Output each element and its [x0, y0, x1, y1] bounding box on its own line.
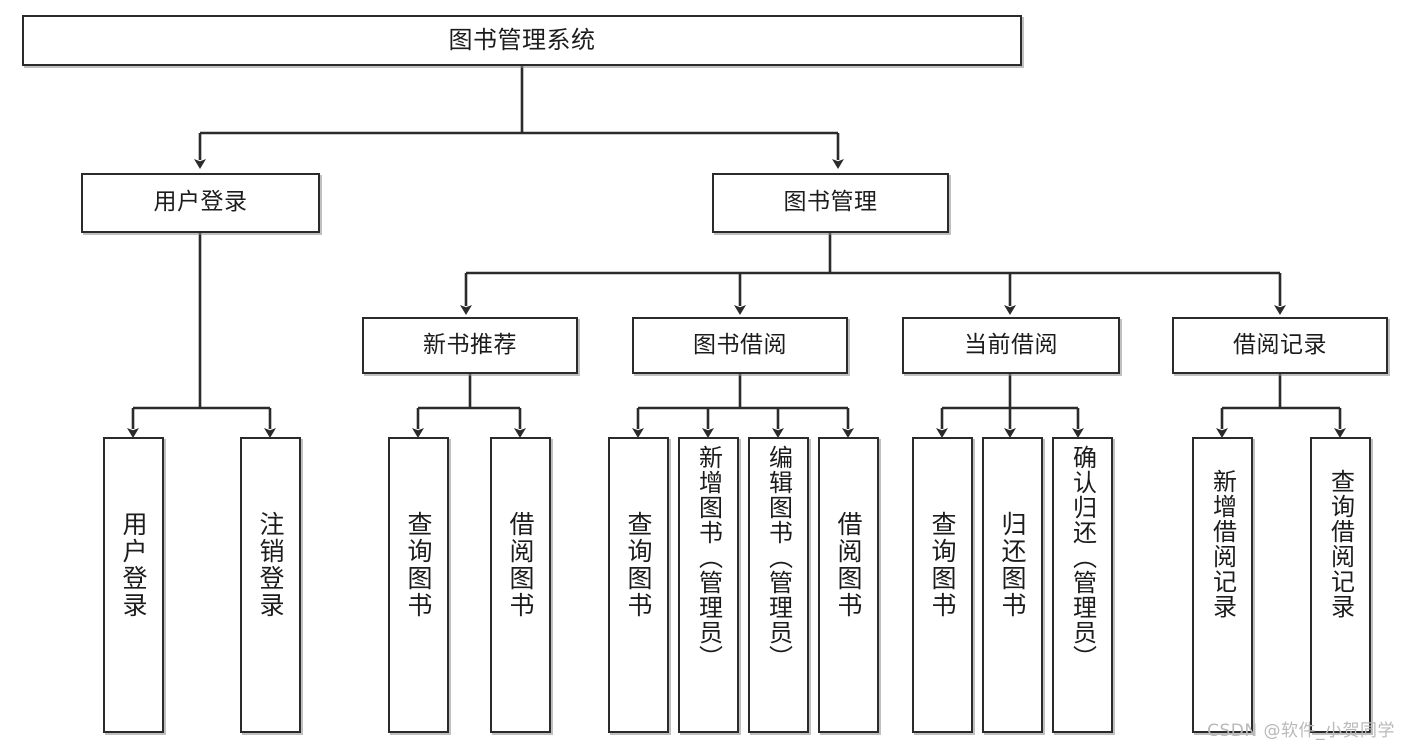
node-leaf-query-book-3[interactable]: 查询图书	[912, 437, 973, 733]
node-root-label: 图书管理系统	[448, 26, 596, 55]
node-book-management-label: 图书管理	[783, 189, 878, 216]
node-leaf-query-book-1[interactable]: 查询图书	[388, 437, 449, 733]
node-new-book-recommend[interactable]: 新书推荐	[362, 317, 578, 374]
node-user-login[interactable]: 用户登录	[81, 173, 320, 233]
node-leaf-return-book-label: 归还图书	[998, 511, 1027, 619]
node-leaf-add-record[interactable]: 新增借阅记录	[1192, 437, 1253, 733]
node-leaf-query-record-label: 查询借阅记录	[1326, 469, 1355, 619]
node-leaf-return-book[interactable]: 归还图书	[982, 437, 1043, 733]
node-borrow-record-label: 借阅记录	[1233, 331, 1327, 358]
node-book-borrow-label: 图书借阅	[693, 331, 787, 358]
node-leaf-borrow-book-1[interactable]: 借阅图书	[490, 437, 551, 733]
node-leaf-user-login-label: 用户登录	[119, 511, 148, 619]
node-leaf-add-book-label: 新增图书（管理员）	[694, 445, 723, 670]
csdn-watermark: CSDN @软件_小贺同学	[1207, 721, 1395, 741]
node-leaf-borrow-book-1-label: 借阅图书	[506, 511, 535, 619]
node-new-book-recommend-label: 新书推荐	[423, 331, 517, 358]
node-leaf-query-book-2[interactable]: 查询图书	[608, 437, 669, 733]
node-leaf-borrow-book-2[interactable]: 借阅图书	[818, 437, 879, 733]
node-book-borrow[interactable]: 图书借阅	[632, 317, 848, 374]
node-leaf-query-book-3-label: 查询图书	[928, 511, 957, 619]
node-leaf-logout[interactable]: 注销登录	[240, 437, 301, 733]
node-current-borrow[interactable]: 当前借阅	[902, 317, 1120, 374]
node-leaf-borrow-book-2-label: 借阅图书	[834, 511, 863, 619]
node-current-borrow-label: 当前借阅	[964, 331, 1058, 358]
node-leaf-confirm-return[interactable]: 确认归还（管理员）	[1052, 437, 1113, 733]
node-leaf-add-book[interactable]: 新增图书（管理员）	[678, 437, 739, 733]
node-leaf-user-login[interactable]: 用户登录	[103, 437, 164, 733]
node-leaf-add-record-label: 新增借阅记录	[1208, 469, 1237, 619]
node-borrow-record[interactable]: 借阅记录	[1172, 317, 1388, 374]
node-leaf-query-book-2-label: 查询图书	[624, 511, 653, 619]
node-root[interactable]: 图书管理系统	[22, 15, 1022, 66]
node-leaf-confirm-return-label: 确认归还（管理员）	[1068, 445, 1097, 670]
node-book-management[interactable]: 图书管理	[712, 173, 949, 233]
node-leaf-logout-label: 注销登录	[256, 511, 285, 619]
node-leaf-query-record[interactable]: 查询借阅记录	[1310, 437, 1371, 733]
node-leaf-query-book-1-label: 查询图书	[404, 511, 433, 619]
node-leaf-edit-book-label: 编辑图书（管理员）	[764, 445, 793, 670]
node-user-login-label: 用户登录	[153, 189, 248, 216]
node-leaf-edit-book[interactable]: 编辑图书（管理员）	[748, 437, 809, 733]
